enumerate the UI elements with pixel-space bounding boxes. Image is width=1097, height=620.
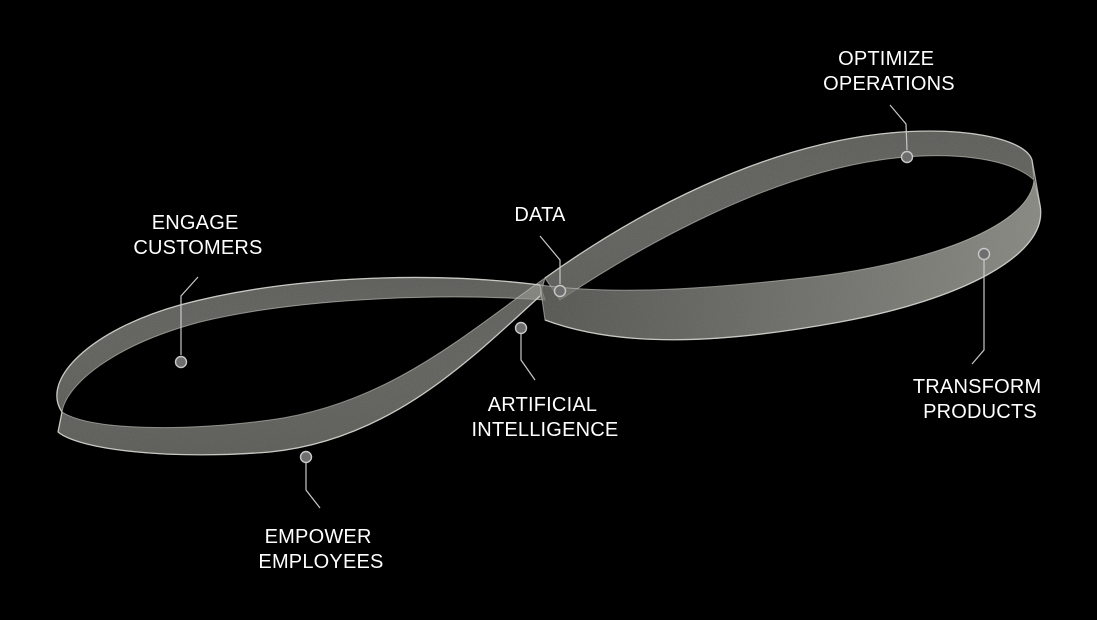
edge-left-end <box>57 411 63 433</box>
label-artificial-intelligence: ARTIFICIAL INTELLIGENCE <box>472 394 619 441</box>
label-engage-customers-line2: CUSTOMERS <box>133 237 262 259</box>
connectors <box>174 104 991 509</box>
dot-engage-customers <box>174 355 188 369</box>
label-empower-employees-line2: EMPLOYEES <box>258 551 383 573</box>
leader-artificial-intelligence <box>520 334 536 381</box>
dot-data <box>553 284 567 298</box>
label-optimize-operations-line2: OPERATIONS <box>823 73 955 95</box>
edge-right-outer-bottom <box>544 204 1042 341</box>
label-data: DATA <box>514 204 566 226</box>
labels: OPTIMIZE OPERATIONS ENGAGE CUSTOMERS DAT… <box>133 48 1047 573</box>
dot-artificial-intelligence <box>514 321 528 335</box>
leader-empower-employees <box>305 463 321 509</box>
dot-optimize-operations <box>900 150 914 164</box>
label-transform-products-line1: TRANSFORM <box>913 376 1041 398</box>
edge-right-outer-top <box>544 130 1033 279</box>
label-transform-products: TRANSFORM PRODUCTS <box>913 376 1047 423</box>
label-artificial-intelligence-line2: INTELLIGENCE <box>472 419 619 441</box>
label-transform-products-line2: PRODUCTS <box>923 401 1037 423</box>
label-optimize-operations-line1: OPTIMIZE <box>838 48 934 70</box>
label-empower-employees-line1: EMPOWER <box>265 526 372 548</box>
leader-data <box>539 235 561 284</box>
dot-transform-products <box>977 247 991 261</box>
edge-right-end <box>1031 159 1041 206</box>
label-data-line1: DATA <box>514 204 566 226</box>
label-empower-employees: EMPOWER EMPLOYEES <box>258 526 383 573</box>
label-engage-customers-line1: ENGAGE <box>152 212 239 234</box>
ribbon-edges <box>56 130 1042 456</box>
label-optimize-operations: OPTIMIZE OPERATIONS <box>823 48 955 95</box>
leader-transform-products <box>971 260 985 365</box>
label-engage-customers: ENGAGE CUSTOMERS <box>133 212 262 259</box>
edge-left-outer-bottom <box>57 295 541 456</box>
label-artificial-intelligence-line1: ARTIFICIAL <box>488 394 597 416</box>
edge-left-outer-top <box>56 276 541 413</box>
leader-optimize-operations <box>889 104 908 151</box>
leader-engage-customers <box>180 276 199 355</box>
dot-empower-employees <box>299 450 313 464</box>
